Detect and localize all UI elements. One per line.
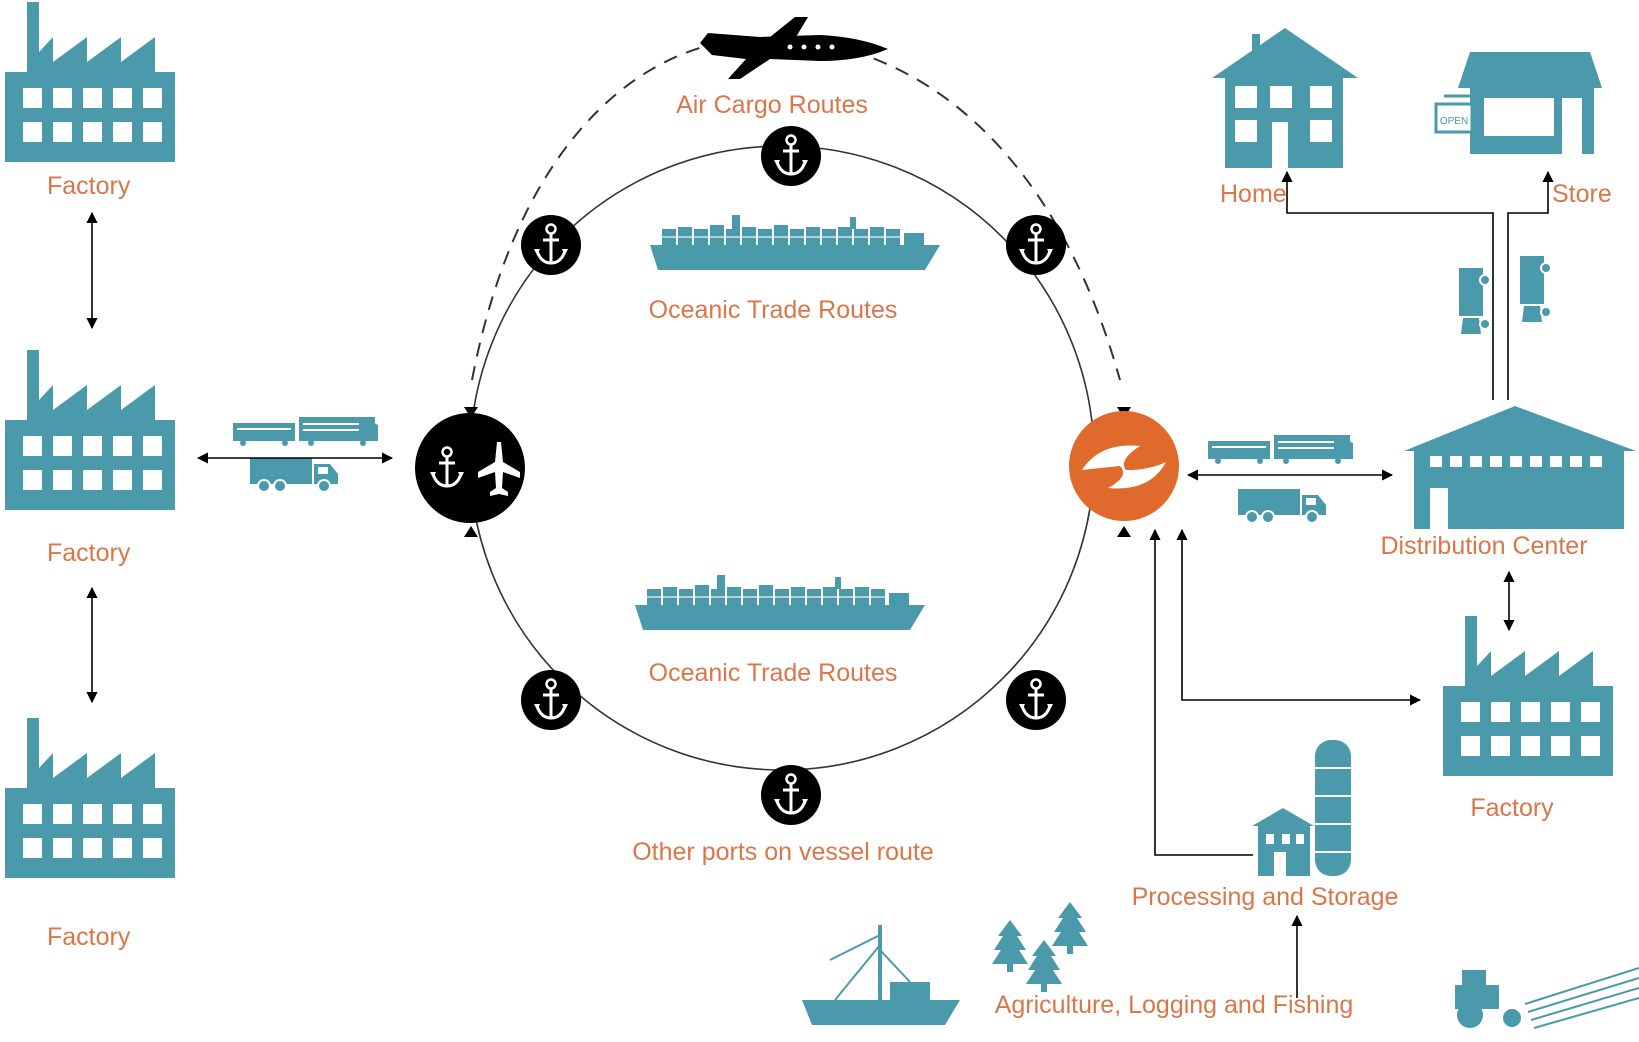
factory-label-right: Factory xyxy=(1470,794,1554,822)
arrow-processing-to-hub xyxy=(1149,528,1253,856)
truck-icon-vertical-2 xyxy=(1519,255,1552,323)
truck-icon-vertical-1 xyxy=(1458,267,1491,335)
store-sign-text: OPEN xyxy=(1440,116,1468,127)
factory-icon-right xyxy=(1443,616,1613,776)
arrowhead-bottom-left xyxy=(464,526,478,537)
anchor-icon-bottom xyxy=(761,765,821,825)
tree-icon-1 xyxy=(992,920,1028,972)
factory-icon-mid-left xyxy=(5,350,175,510)
air-cargo-label: Air Cargo Routes xyxy=(676,91,868,119)
silo-icon xyxy=(1252,740,1351,876)
store-icon: OPEN xyxy=(1434,52,1602,154)
port-logo-icon xyxy=(1069,411,1179,521)
store-label: Store xyxy=(1552,180,1612,208)
processing-storage-label: Processing and Storage xyxy=(1131,883,1399,911)
arrow-to-home xyxy=(1281,170,1494,400)
oceanic-trade-label-top: Oceanic Trade Routes xyxy=(648,296,898,324)
arrow-to-store xyxy=(1507,170,1554,400)
air-cargo-route xyxy=(471,36,1121,381)
anchor-icon-lower-right xyxy=(1006,670,1066,730)
anchor-icon-lower-left xyxy=(521,670,581,730)
anchor-icon-upper-left xyxy=(521,215,581,275)
truck-icon-right xyxy=(1237,488,1327,524)
factory-icon-top-left xyxy=(5,2,175,162)
tractor-icon xyxy=(1455,967,1639,1029)
anchor-icon-upper-right xyxy=(1006,215,1066,275)
arrowhead-bottom-right xyxy=(1117,526,1131,537)
fishing-boat-icon xyxy=(802,925,960,1025)
warehouse-icon xyxy=(1404,406,1636,529)
home-label: Home xyxy=(1220,180,1287,208)
tree-icon-2 xyxy=(1052,902,1088,954)
cargo-ship-icon-top xyxy=(650,215,940,270)
factory-label-top-left: Factory xyxy=(47,172,131,200)
tree-icon-3 xyxy=(1026,940,1062,992)
factory-label-mid-left: Factory xyxy=(47,539,131,567)
anchor-icon-top xyxy=(761,126,821,186)
airplane-icon xyxy=(700,17,888,79)
distribution-center-label: Distribution Center xyxy=(1380,532,1588,560)
other-ports-label: Other ports on vessel route xyxy=(632,838,934,866)
agriculture-label: Agriculture, Logging and Fishing xyxy=(994,991,1354,1019)
factory-icon-bottom-left xyxy=(5,718,175,878)
house-icon xyxy=(1212,28,1358,168)
train-icon-right xyxy=(1208,435,1353,464)
arrowhead-top-left xyxy=(464,407,478,418)
train-icon-left xyxy=(233,417,378,446)
factory-label-bottom-left: Factory xyxy=(47,923,131,951)
cargo-ship-icon-bottom xyxy=(635,575,925,630)
truck-icon-left xyxy=(249,457,339,493)
arrow-hub-to-factory xyxy=(1176,528,1422,706)
port-airport-hub-icon xyxy=(415,413,525,523)
oceanic-trade-label-bottom: Oceanic Trade Routes xyxy=(648,659,898,687)
